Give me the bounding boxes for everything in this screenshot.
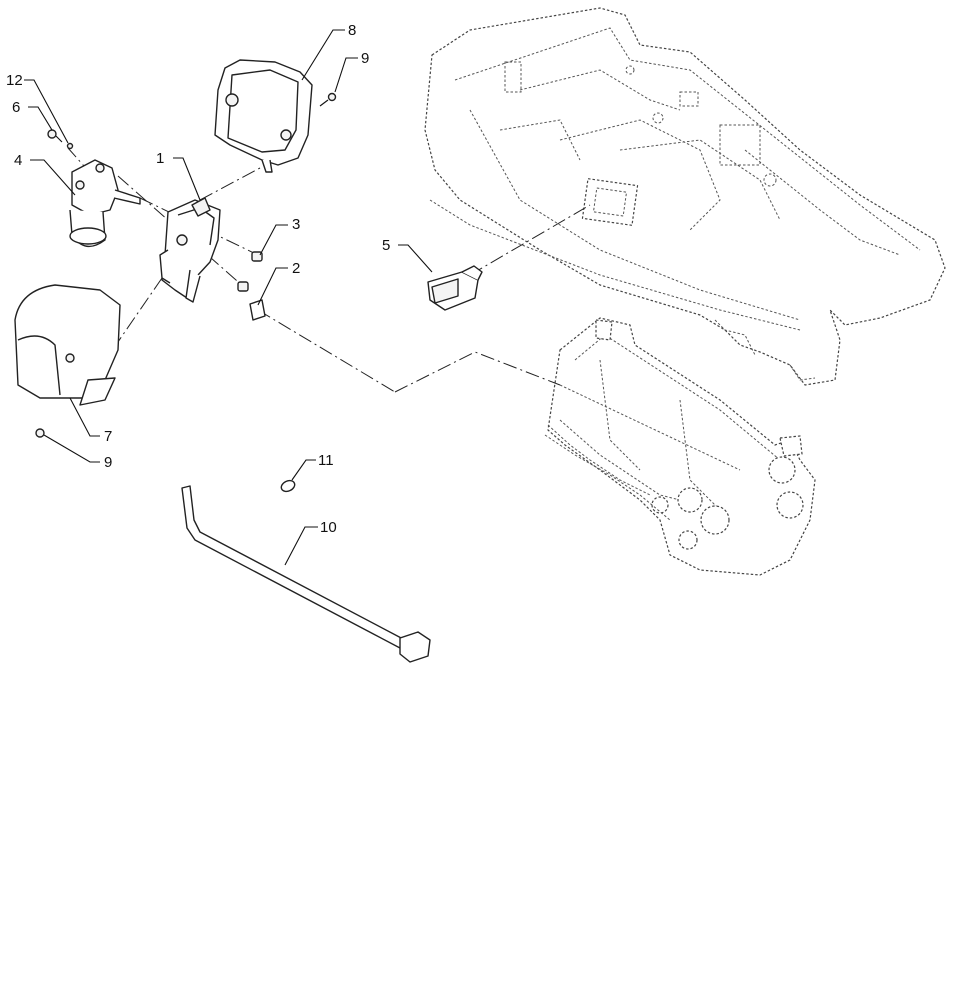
callout-9-upper: 9 [361, 50, 369, 67]
callout-3: 3 [292, 216, 300, 233]
support-frame [544, 317, 816, 576]
callout-6: 6 [12, 99, 20, 116]
callout-2: 2 [292, 260, 300, 277]
wire-harness [181, 485, 431, 663]
upper-cover [214, 59, 313, 173]
hardware [35, 92, 337, 438]
leader-lines [24, 29, 433, 566]
callout-7: 7 [104, 428, 112, 445]
callout-5: 5 [382, 237, 390, 254]
callout-labels: 1 2 3 4 5 6 7 8 9 9 10 11 12 [6, 22, 390, 536]
lower-cover [14, 284, 121, 406]
callout-4: 4 [14, 152, 22, 169]
callout-8: 8 [348, 22, 356, 39]
retaining-ring [280, 479, 296, 493]
callout-10: 10 [320, 519, 337, 536]
mount-bracket [159, 197, 221, 303]
callout-12: 12 [6, 72, 23, 89]
rocker-switch [427, 265, 483, 311]
console-housing [424, 7, 946, 386]
motor [69, 159, 141, 248]
callout-1: 1 [156, 150, 164, 167]
callout-11: 11 [318, 452, 334, 469]
callout-9-lower: 9 [104, 454, 112, 471]
